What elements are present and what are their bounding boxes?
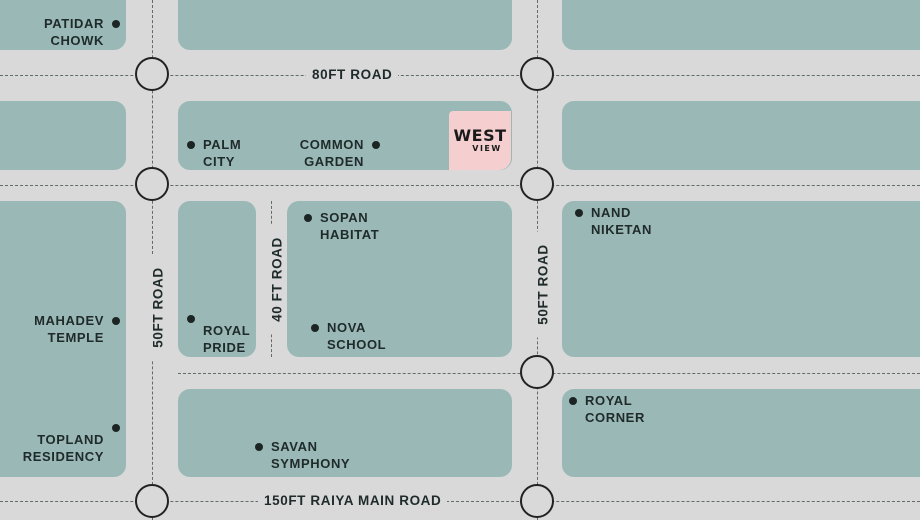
poi-savan-symphony: SAVAN SYMPHONY bbox=[255, 438, 350, 472]
road-centerline bbox=[0, 185, 920, 186]
poi-name-line: PATIDAR bbox=[43, 16, 104, 31]
block bbox=[178, 0, 512, 50]
poi-royal-pride: ROYAL PRIDE bbox=[187, 310, 250, 356]
road-label-150ft-raiya-main: 150FT RAIYA MAIN ROAD bbox=[258, 493, 448, 508]
poi-name-line: TOPLAND bbox=[37, 432, 104, 447]
junction-circle bbox=[520, 484, 554, 518]
location-dot-icon bbox=[112, 424, 120, 432]
junction-circle bbox=[135, 57, 169, 91]
location-dot-icon bbox=[187, 315, 195, 323]
location-dot-icon bbox=[311, 324, 319, 332]
poi-name-line: NAND bbox=[591, 205, 631, 220]
west-view-logo: WEST VIEW bbox=[449, 111, 511, 170]
poi-name-line: HABITAT bbox=[320, 227, 380, 242]
block bbox=[287, 201, 512, 357]
road-label-50ft-left: 50FT ROAD bbox=[150, 254, 166, 361]
logo-line-2: VIEW bbox=[472, 143, 502, 153]
road-centerline bbox=[0, 501, 920, 502]
poi-name-line: CORNER bbox=[585, 410, 645, 425]
block bbox=[562, 201, 920, 357]
junction-circle bbox=[520, 355, 554, 389]
poi-palm-city: PALM CITY bbox=[187, 136, 241, 170]
poi-name-line: SCHOOL bbox=[327, 337, 387, 352]
poi-royal-corner: ROYAL CORNER bbox=[569, 392, 645, 426]
block bbox=[178, 201, 256, 357]
road-centerline bbox=[0, 75, 920, 76]
junction-circle bbox=[520, 167, 554, 201]
road-label-40ft: 40 FT ROAD bbox=[269, 224, 285, 335]
poi-mahadev-temple: MAHADEV TEMPLE bbox=[34, 312, 120, 346]
location-dot-icon bbox=[187, 141, 195, 149]
block bbox=[0, 101, 126, 170]
junction-circle bbox=[520, 57, 554, 91]
poi-name-line: PALM bbox=[203, 137, 242, 152]
poi-name-line: ROYAL bbox=[585, 393, 633, 408]
location-dot-icon bbox=[575, 209, 583, 217]
poi-name-line: RESIDENCY bbox=[22, 449, 104, 464]
poi-name-line: GARDEN bbox=[304, 154, 364, 169]
road-label-80ft: 80FT ROAD bbox=[306, 67, 399, 82]
junction-circle bbox=[135, 167, 169, 201]
location-dot-icon bbox=[112, 20, 120, 28]
block bbox=[0, 0, 126, 50]
poi-name-line: PRIDE bbox=[203, 340, 246, 355]
poi-name-line: NOVA bbox=[327, 320, 366, 335]
poi-name-line: COMMON bbox=[299, 137, 364, 152]
poi-name-line: MAHADEV bbox=[34, 313, 104, 328]
block bbox=[178, 389, 512, 477]
location-dot-icon bbox=[304, 214, 312, 222]
poi-name-line: SAVAN bbox=[271, 439, 318, 454]
poi-name-line: SOPAN bbox=[320, 210, 369, 225]
poi-sopan-habitat: SOPAN HABITAT bbox=[304, 209, 379, 243]
poi-nand-niketan: NAND NIKETAN bbox=[575, 204, 652, 238]
poi-common-garden: COMMON GARDEN bbox=[300, 136, 380, 170]
logo-line-1: WEST bbox=[453, 125, 507, 145]
junction-circle bbox=[135, 484, 169, 518]
poi-topland-residency: TOPLAND RESIDENCY bbox=[23, 419, 120, 465]
poi-nova-school: NOVA SCHOOL bbox=[311, 319, 386, 353]
location-dot-icon bbox=[372, 141, 380, 149]
poi-name-line: SYMPHONY bbox=[271, 456, 351, 471]
poi-name-line: TEMPLE bbox=[47, 330, 104, 345]
road-label-50ft-right: 50FT ROAD bbox=[535, 231, 551, 338]
block bbox=[0, 201, 126, 477]
location-dot-icon bbox=[255, 443, 263, 451]
poi-name-line: ROYAL bbox=[203, 323, 251, 338]
poi-name-line: NIKETAN bbox=[591, 222, 653, 237]
location-dot-icon bbox=[569, 397, 577, 405]
block bbox=[562, 101, 920, 170]
block bbox=[562, 0, 920, 50]
poi-name-line: CITY bbox=[203, 154, 236, 169]
block bbox=[562, 389, 920, 477]
location-dot-icon bbox=[112, 317, 120, 325]
poi-patidar-chowk: PATIDAR CHOWK bbox=[44, 15, 120, 49]
poi-name-line: CHOWK bbox=[50, 33, 104, 48]
